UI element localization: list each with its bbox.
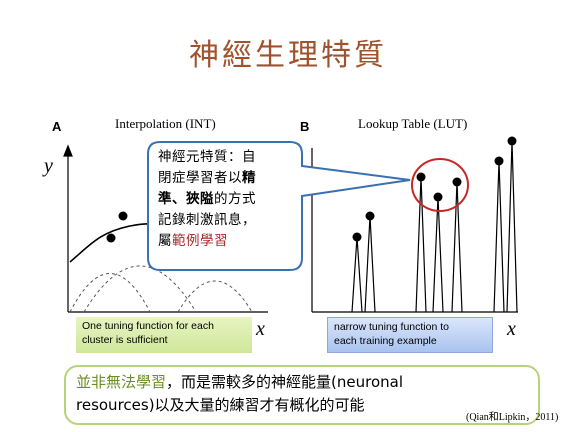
citation: (Qian和Lipkin，2011) (466, 412, 559, 423)
callout-line-5: 屬範例學習 (158, 231, 294, 252)
page-title: 神經生理特質 (189, 38, 387, 73)
lut-point-4 (433, 192, 443, 202)
lut-point-1 (352, 232, 362, 242)
callout-text: 神經元特質：自 閉症學習者以精 準、狹隘的方式 記錄刺激訊息， 屬範例學習 (158, 147, 294, 252)
panel-b-letter: B (300, 119, 310, 134)
panel-a-letter: A (52, 119, 62, 134)
tuning-curve-1 (69, 273, 151, 313)
callout-line-5-emphasis: 範例學習 (172, 233, 228, 249)
spike-6 (493, 160, 505, 313)
panel-a-y-arrow (63, 144, 73, 157)
lut-point-5 (452, 177, 462, 187)
callout-line-4: 記錄刺激訊息， (158, 212, 256, 228)
summary-line-1: 並非無法學習，而是需較多的神經能量(neuronal (76, 371, 536, 394)
summary-emphasis: 並非無法學習 (76, 373, 167, 391)
lut-point-2 (365, 211, 375, 221)
spike-1 (351, 236, 363, 313)
panel-b-note: narrow tuning function to each training … (327, 317, 493, 353)
spike-2 (364, 215, 376, 313)
callout-line-3: 準、狹隘的方式 (158, 189, 294, 210)
panel-a-note-line-2: cluster is sufficient (82, 334, 168, 346)
callout-bubble (147, 141, 411, 271)
spike-4 (432, 196, 444, 313)
callout-line-2: 閉症學習者以精 (158, 168, 294, 189)
panel-a-point-2 (118, 211, 128, 221)
callout-line-1: 神經元特質：自 (158, 149, 256, 165)
callout-line-5-text: 屬 (158, 233, 172, 249)
callout-line-3-text: 的方式 (214, 191, 256, 207)
callout-line-3-bold: 準、狹隘 (158, 191, 214, 207)
panel-a-title: Interpolation (INT) (115, 116, 216, 131)
panel-b-note-line-2: each training example (334, 335, 437, 347)
panel-a-note: One tuning function for each cluster is … (76, 317, 252, 353)
callout-line-2-text: 閉症學習者以 (158, 170, 242, 186)
spike-7 (506, 140, 518, 313)
panel-b-spikes (351, 140, 518, 313)
panel-a-y-label: y (44, 155, 53, 177)
highlight-circle (411, 158, 469, 212)
summary-line-1-text: ，而是需較多的神經能量(neuronal (166, 373, 403, 391)
panel-b-x-label: x (507, 318, 516, 340)
panel-b-points (352, 136, 517, 242)
panel-a-x-label: x (256, 318, 265, 340)
panel-a-axes (63, 144, 268, 313)
panel-a-note-line-1: One tuning function for each (82, 320, 214, 332)
lut-point-6 (494, 156, 504, 166)
summary-text: 並非無法學習，而是需較多的神經能量(neuronal resources)以及大… (76, 371, 536, 417)
lut-point-3 (416, 172, 426, 182)
tuning-curve-3 (177, 280, 253, 313)
summary-line-2: resources)以及大量的練習才有概化的可能 (76, 396, 365, 414)
panel-b-note-line-1: narrow tuning function to (334, 321, 449, 333)
spike-3 (415, 176, 427, 313)
lut-point-7 (507, 136, 517, 146)
panel-a-tuning-curves (69, 265, 253, 313)
summary-box (64, 365, 540, 425)
panel-a-point-1 (106, 233, 116, 243)
callout-line-2-bold: 精 (242, 170, 256, 186)
panel-b-title: Lookup Table (LUT) (358, 116, 468, 131)
tuning-curve-2 (83, 265, 197, 313)
